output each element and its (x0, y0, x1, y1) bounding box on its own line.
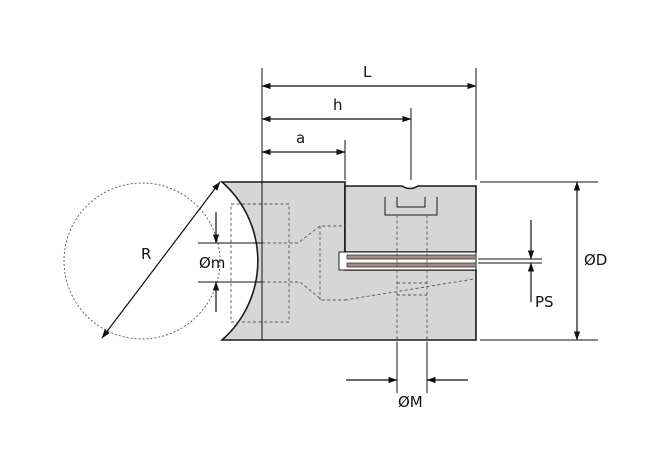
friction-pad-lower (346, 262, 477, 268)
friction-pad-upper (346, 254, 477, 260)
hidden-lines (230, 203, 475, 342)
label-PS: PS (535, 293, 554, 311)
screw-head (384, 197, 438, 216)
radius-dimension-line (101, 181, 221, 339)
clamp-body (219, 181, 477, 341)
label-a: a (296, 129, 305, 147)
screw-socket (396, 197, 426, 208)
radius-label: R (141, 245, 151, 263)
label-m: Øm (199, 254, 225, 272)
clamp-segment (344, 185, 477, 253)
label-h: h (333, 96, 343, 114)
label-D: ØD (584, 251, 607, 269)
label-L: L (363, 63, 372, 81)
label-M: ØM (398, 393, 423, 411)
